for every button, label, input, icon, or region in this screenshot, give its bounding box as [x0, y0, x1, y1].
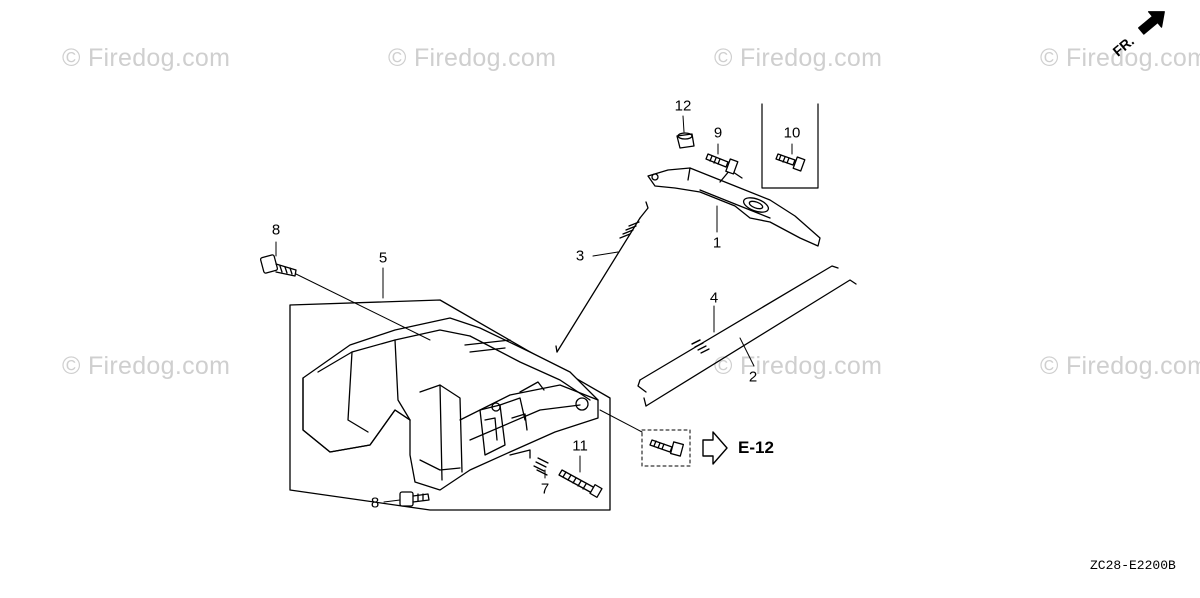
- callout-2: 2: [748, 368, 758, 386]
- watermark: © Firedog.com: [1040, 44, 1200, 72]
- watermark: © Firedog.com: [714, 44, 883, 72]
- part-9-bolt: [705, 153, 739, 175]
- callout-3: 3: [575, 247, 585, 265]
- leader-12: [682, 115, 685, 133]
- callout-11: 11: [572, 437, 588, 455]
- diagram-code: ZC28-E2200B: [1090, 558, 1176, 573]
- part-8-bolt-upper: [259, 254, 297, 277]
- watermark: © Firedog.com: [62, 352, 231, 380]
- callout-10: 10: [783, 124, 801, 142]
- callout-9: 9: [713, 124, 723, 142]
- callout-8-lower: 8: [370, 494, 380, 512]
- watermark: © Firedog.com: [62, 44, 231, 72]
- part-4-spring: [691, 339, 710, 354]
- callout-4: 4: [709, 289, 719, 307]
- part-2-rod: [637, 265, 857, 407]
- part-5-outline-box: [289, 299, 611, 511]
- callout-7: 7: [540, 480, 550, 498]
- part-10-bolt: [775, 153, 806, 172]
- callout-1: 1: [712, 234, 722, 252]
- leader-8-upper: [295, 273, 431, 341]
- callout-8-upper: 8: [271, 221, 281, 239]
- callout-12: 12: [674, 97, 692, 115]
- callout-5: 5: [378, 249, 388, 267]
- part-5-cover: [302, 317, 599, 491]
- part-3-rod: [555, 201, 649, 353]
- reference-label: E-12: [738, 438, 774, 457]
- part-8-bolt-lower: [399, 491, 430, 507]
- reference-bolt-box: [641, 429, 691, 467]
- part-12-nut: [676, 132, 695, 149]
- part-10-box: [761, 103, 819, 189]
- arrow-right-icon: [702, 431, 728, 465]
- leader-8-lower: [383, 499, 401, 503]
- watermark: © Firedog.com: [388, 44, 557, 72]
- front-arrow-icon: [1138, 11, 1165, 35]
- leader-2: [739, 337, 755, 367]
- part-7-spring: [533, 457, 549, 476]
- watermark: © Firedog.com: [714, 352, 883, 380]
- leader-reference: [599, 409, 643, 433]
- watermark: © Firedog.com: [1040, 352, 1200, 380]
- part-1-lever: [647, 167, 821, 247]
- part-11-bolt: [558, 469, 603, 498]
- leader-3: [592, 251, 619, 257]
